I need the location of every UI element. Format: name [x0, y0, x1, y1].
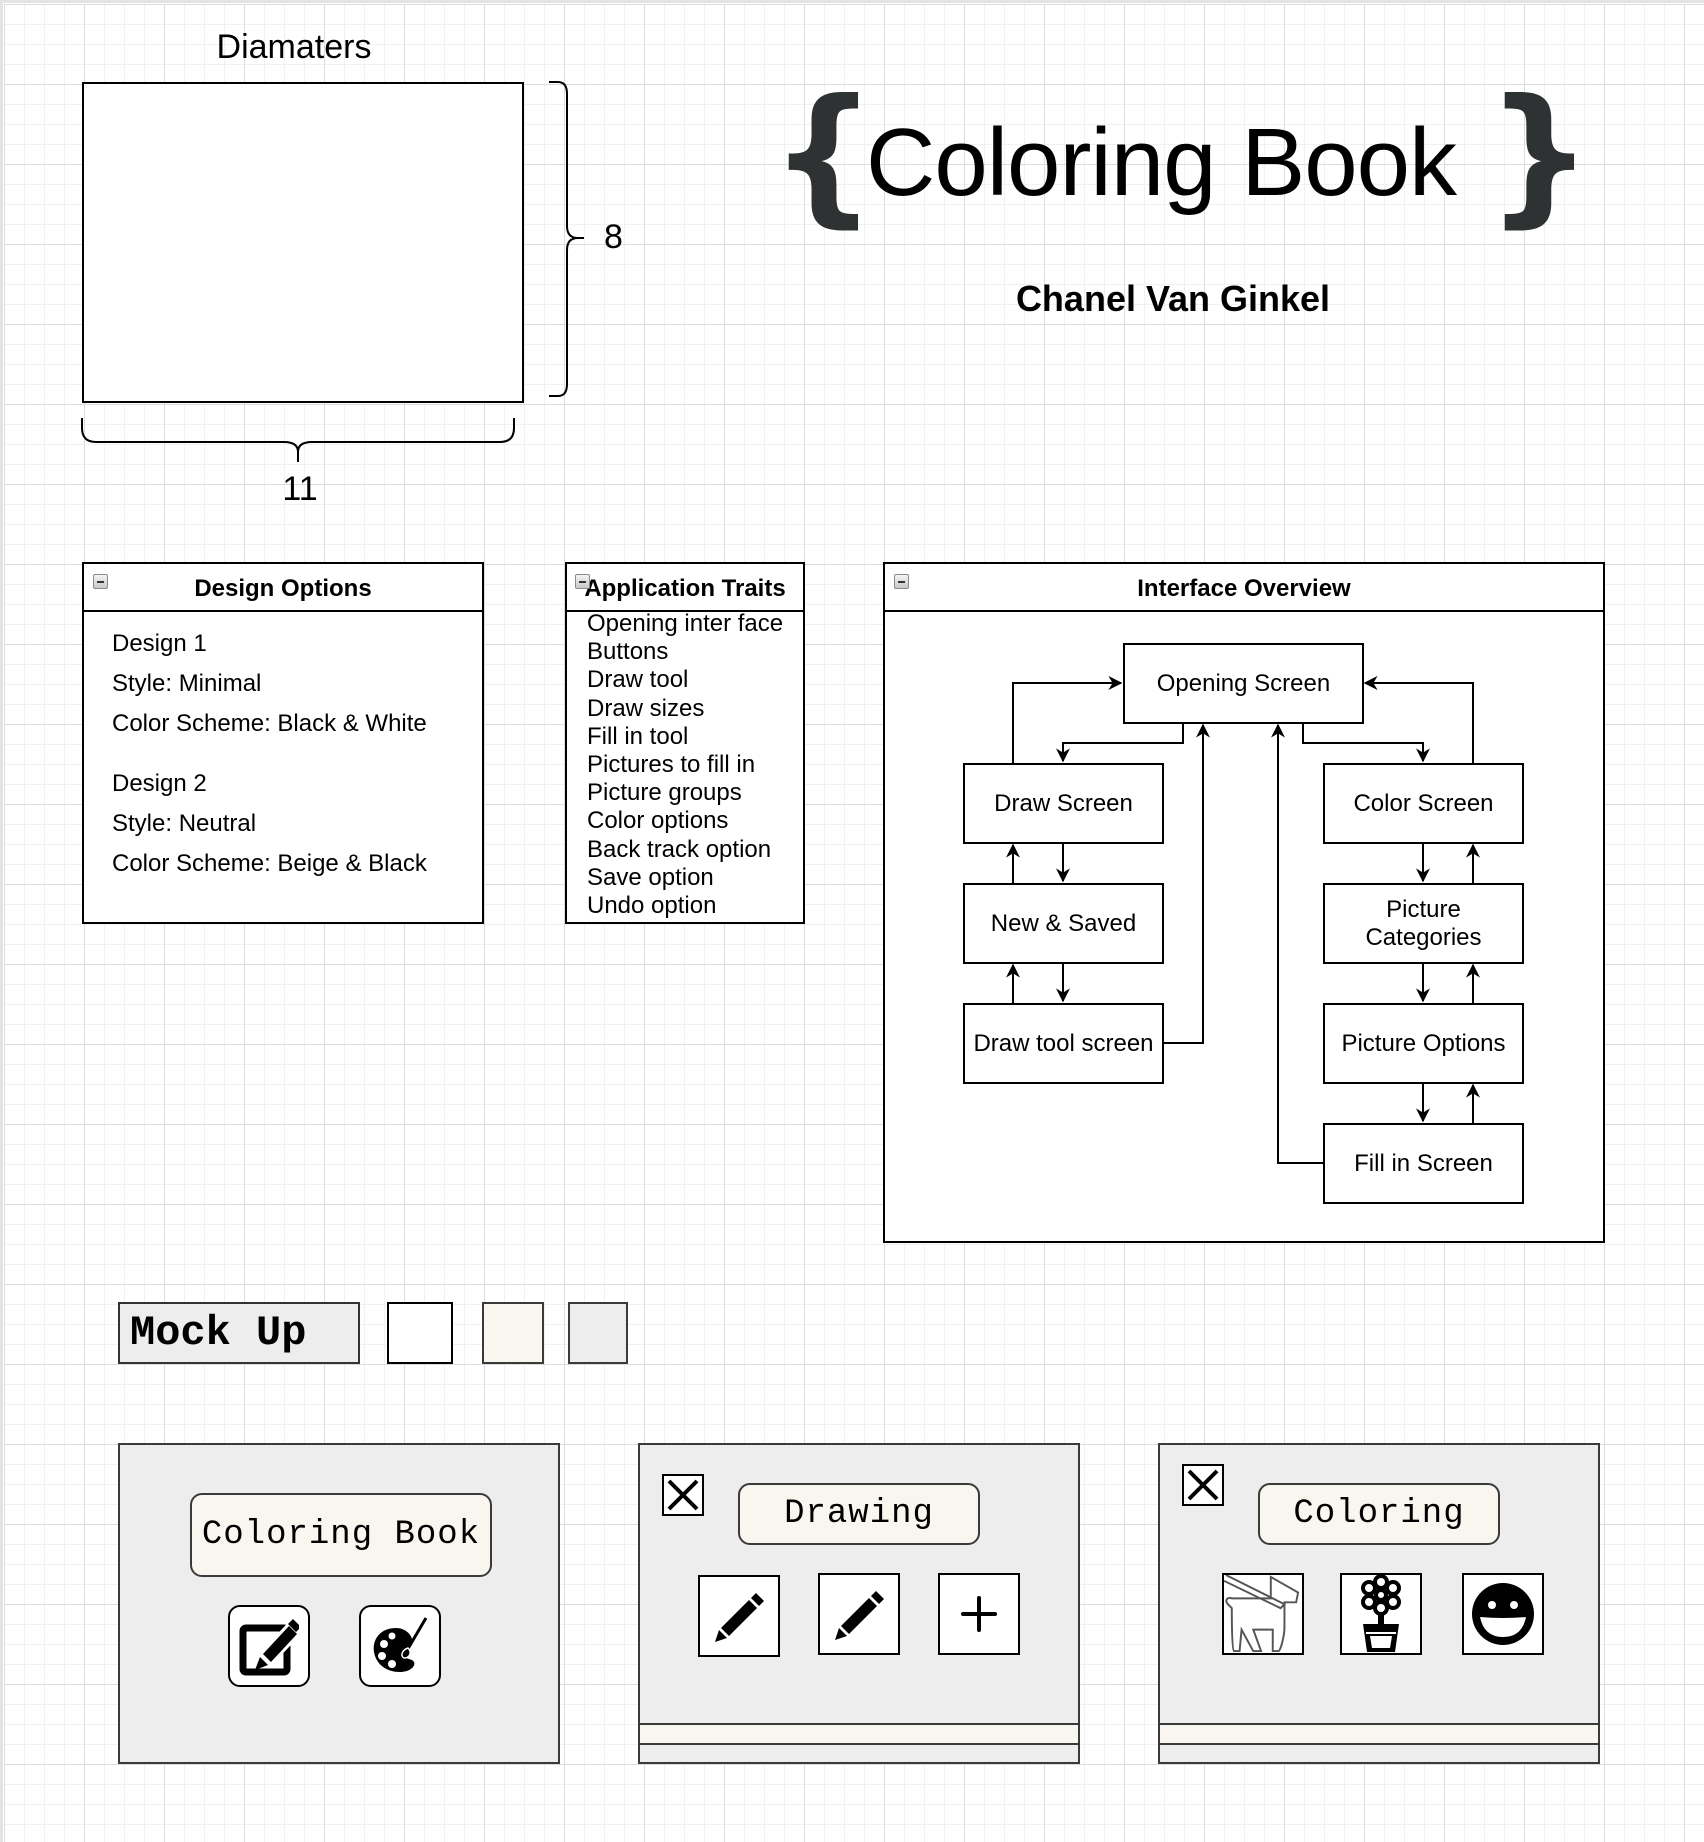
pencil-large-button[interactable]	[818, 1573, 900, 1655]
node-fill-in-screen[interactable]: Fill in Screen	[1323, 1123, 1524, 1204]
collapse-icon[interactable]	[93, 574, 108, 589]
bottom-toolbar[interactable]	[1160, 1723, 1598, 1745]
design-options-header: Design Options	[84, 564, 482, 612]
design-options-title: Design Options	[194, 575, 372, 602]
traits-list: Opening inter face Buttons Draw tool Dra…	[587, 610, 783, 920]
height-label: 8	[604, 218, 623, 256]
collapse-icon[interactable]	[894, 574, 909, 589]
smiley-icon	[1472, 1583, 1534, 1645]
bottom-toolbar[interactable]	[640, 1723, 1078, 1745]
app-title-text: Coloring Book	[201, 1516, 481, 1554]
node-label: Categories	[1365, 923, 1482, 951]
canvas-edge-top	[0, 0, 1704, 3]
mockup-screen-drawing: Drawing	[638, 1443, 1080, 1764]
trait-item: Pictures to fill in	[587, 751, 756, 779]
trait-item: Picture groups	[587, 779, 742, 807]
trait-item: Draw sizes	[587, 694, 705, 722]
trait-item: Back track option	[587, 835, 772, 863]
edit-icon	[239, 1619, 299, 1676]
canvas-edge-left	[0, 0, 3, 1842]
author-name: Chanel Van Ginkel	[1015, 278, 1331, 319]
palette-icon	[373, 1617, 428, 1672]
node-opening-screen[interactable]: Opening Screen	[1123, 643, 1364, 724]
swatch-beige[interactable]	[482, 1302, 544, 1364]
node-label: Draw Screen	[994, 789, 1133, 817]
design-options-panel: Design Options Design 1 Style: Minimal C…	[82, 562, 484, 924]
design-2-style: Style: Neutral	[112, 810, 257, 837]
node-label: Color Screen	[1353, 789, 1494, 817]
collapse-icon[interactable]	[575, 574, 590, 589]
screen-title-pill: Coloring	[1258, 1483, 1500, 1545]
trait-item: Buttons	[587, 638, 669, 666]
trait-item: Opening inter face	[587, 610, 784, 637]
swatch-light-gray[interactable]	[568, 1302, 628, 1364]
node-draw-tool-screen[interactable]: Draw tool screen	[963, 1003, 1164, 1084]
draw-mode-button[interactable]	[228, 1605, 310, 1687]
plus-icon	[961, 1596, 997, 1632]
node-color-screen[interactable]: Color Screen	[1323, 763, 1524, 844]
design-1-style: Style: Minimal	[112, 670, 262, 697]
screen-title-text: Coloring	[1293, 1495, 1465, 1533]
paper-size-rectangle[interactable]	[82, 82, 524, 403]
dog-picture-button[interactable]	[1222, 1573, 1304, 1655]
mockup-label-text: Mock Up	[130, 1309, 307, 1357]
height-brace-icon	[549, 81, 584, 397]
application-traits-title: Application Traits	[584, 575, 786, 602]
node-label: Picture Options	[1341, 1029, 1506, 1057]
node-label: New & Saved	[990, 909, 1137, 937]
trait-item: Undo option	[587, 892, 717, 920]
node-picture-categories[interactable]: Picture Categories	[1323, 883, 1524, 964]
trait-item: Fill in tool	[587, 722, 689, 750]
page-title: Coloring Book	[866, 109, 1457, 216]
interface-overview-title: Interface Overview	[1137, 575, 1351, 602]
mockup-screen-home: Coloring Book	[118, 1443, 560, 1764]
pencil-small-button[interactable]	[698, 1575, 780, 1657]
design-1-color-scheme: Color Scheme: Black & White	[112, 710, 427, 737]
node-draw-screen[interactable]: Draw Screen	[963, 763, 1164, 844]
mockup-screen-coloring: Coloring	[1158, 1443, 1600, 1764]
screen-title-text: Drawing	[784, 1495, 934, 1533]
design-2-color-scheme: Color Scheme: Beige & Black	[112, 850, 427, 877]
pencil-icon	[835, 1591, 884, 1640]
close-icon	[667, 1479, 699, 1511]
close-icon	[1187, 1469, 1219, 1501]
width-label: 11	[282, 470, 318, 508]
design-2-name: Design 2	[112, 770, 207, 797]
swatch-white[interactable]	[387, 1302, 453, 1364]
screen-title-pill: Drawing	[738, 1483, 980, 1545]
application-traits-panel: Application Traits Opening inter face Bu…	[565, 562, 805, 924]
title-brace-close: }	[1486, 68, 1593, 242]
design-1-name: Design 1	[112, 630, 207, 657]
trait-item: Color options	[587, 807, 729, 835]
smiley-picture-button[interactable]	[1462, 1573, 1544, 1655]
add-button[interactable]	[938, 1573, 1020, 1655]
flower-picture-button[interactable]	[1340, 1573, 1422, 1655]
node-label: Opening Screen	[1156, 669, 1331, 697]
dimensions-title: Diamaters	[216, 28, 372, 66]
node-label: Fill in Screen	[1354, 1149, 1493, 1177]
node-label: Draw tool screen	[973, 1029, 1154, 1057]
color-mode-button[interactable]	[359, 1605, 441, 1687]
node-new-and-saved[interactable]: New & Saved	[963, 883, 1164, 964]
close-button[interactable]	[1182, 1464, 1224, 1506]
flower-pot-icon	[1361, 1574, 1401, 1652]
app-title-pill: Coloring Book	[190, 1493, 492, 1577]
title-brace-open: {	[770, 68, 877, 242]
width-brace-icon	[81, 418, 515, 462]
interface-overview-header: Interface Overview	[885, 564, 1603, 612]
trait-item: Draw tool	[587, 666, 689, 694]
close-button[interactable]	[662, 1474, 704, 1516]
node-picture-options[interactable]: Picture Options	[1323, 1003, 1524, 1084]
dog-icon	[1224, 1575, 1300, 1653]
trait-item: Save option	[587, 863, 714, 891]
application-traits-header: Application Traits	[567, 564, 803, 612]
node-label: Picture	[1386, 895, 1461, 923]
pencil-icon	[715, 1593, 764, 1642]
mockup-label: Mock Up	[118, 1302, 360, 1364]
